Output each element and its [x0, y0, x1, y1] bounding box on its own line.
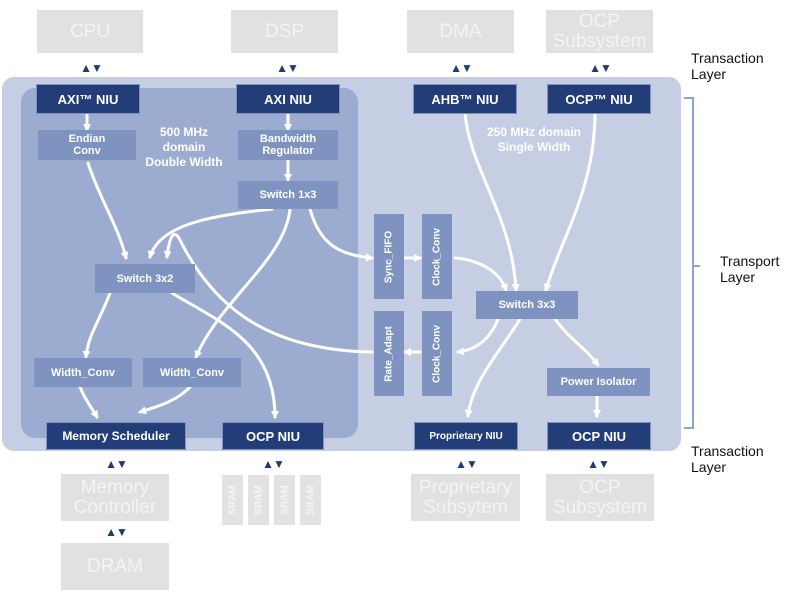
- dram-box: DRAM: [61, 543, 169, 590]
- domain-500mhz-line3: Double Width: [145, 155, 223, 169]
- dsp-label: DSP: [264, 20, 305, 42]
- arrow-dsp: ▲▼: [276, 61, 299, 75]
- arrow-proprietary: ▲▼: [455, 457, 478, 471]
- switch-3x3-block: Switch 3x3: [476, 291, 578, 319]
- transaction-layer-bottom-label: Transaction Layer: [691, 443, 764, 475]
- cpu-box: CPU: [37, 10, 143, 53]
- sram-bank-4: SRAM: [300, 475, 321, 525]
- proprietary-subsystem-line2: Subsytem: [423, 496, 508, 518]
- flow-rateadapt-switch3x2: [163, 232, 374, 354]
- flow-widthconv1-memsched: [78, 385, 99, 419]
- ocp-niu-top: OCP™ NIU: [547, 84, 651, 114]
- transaction-layer-top-line1: Transaction: [691, 50, 764, 66]
- flow-widthconv2-memsched: [138, 385, 192, 415]
- width-conv-2-block: Width_Conv: [143, 358, 241, 387]
- domain-500mhz-line2: domain: [162, 140, 206, 154]
- memory-scheduler-niu: Memory Scheduler: [46, 422, 186, 450]
- transaction-layer-top-line2: Layer: [691, 66, 727, 82]
- sram-4-label: SRAM: [305, 485, 316, 515]
- endian-conv-line2: Conv: [73, 145, 101, 157]
- sram-bank-1: SRAM: [222, 475, 243, 525]
- transaction-layer-bottom-line1: Transaction: [691, 443, 764, 459]
- proprietary-subsystem-line1: Proprietary: [419, 476, 512, 498]
- arrow-memory-controller: ▲▼: [105, 457, 128, 471]
- clock-conv-1-block: Clock_Conv: [422, 214, 452, 299]
- arrow-ocp-top: ▲▼: [589, 61, 612, 75]
- transaction-layer-bottom-line2: Layer: [691, 459, 727, 475]
- clock-conv-2-block: Clock_Conv: [422, 311, 452, 396]
- ocp-subsystem-top-line1: OCP: [578, 10, 621, 32]
- memory-controller-line1: Memory: [80, 476, 150, 498]
- flow-clockconv1-switch3x3: [453, 256, 508, 292]
- transport-layer-line1: Transport: [720, 253, 780, 269]
- arrow-cpu: ▲▼: [80, 61, 103, 75]
- domain-500mhz-label: 500 MHz domain Double Width: [128, 125, 240, 170]
- dsp-box: DSP: [231, 10, 338, 53]
- cpu-label: CPU: [69, 20, 111, 42]
- flow-switch3x3-propniu: [464, 317, 522, 418]
- sync-fifo-label: Sync_FIFO: [383, 230, 395, 283]
- flow-switch1x3-widthconv2: [194, 207, 292, 359]
- flow-switch1x3-switch3x2: [147, 207, 274, 259]
- ahb-niu: AHB™ NIU: [413, 84, 517, 114]
- ocp-subsystem-bottom-line2: Subsystem: [553, 496, 647, 518]
- sync-fifo-block: Sync_FIFO: [374, 214, 404, 299]
- domain-250mhz-line2: Single Width: [497, 140, 571, 154]
- bandwidth-regulator-line1: Bandwidth: [259, 133, 317, 145]
- rate-adapt-block: Rate_Adapt: [374, 311, 404, 396]
- sram-2-label: SRAM: [253, 485, 264, 515]
- endian-conv-line1: Endian: [68, 133, 106, 145]
- proprietary-niu: Proprietary NIU: [414, 422, 518, 450]
- bandwidth-regulator-line2: Regulator: [262, 145, 314, 157]
- sram-3-label: SRAM: [279, 485, 290, 515]
- layer-bracket: [684, 97, 694, 429]
- rate-adapt-label: Rate_Adapt: [383, 325, 395, 382]
- power-isolator-block: Power Isolator: [547, 368, 650, 396]
- flow-ocp-switch3x3: [543, 111, 597, 292]
- flow-switch3x2-widthconv1: [82, 291, 112, 359]
- axi-niu-1: AXI™ NIU: [36, 84, 140, 114]
- dma-label: DMA: [439, 20, 482, 42]
- ocp-niu-bottom-2: OCP NIU: [547, 422, 651, 450]
- transaction-layer-top-label: Transaction Layer: [691, 50, 764, 82]
- arrow-dma: ▲▼: [450, 61, 473, 75]
- proprietary-subsystem-box: Proprietary Subsytem: [411, 474, 520, 521]
- memory-controller-line2: Controller: [73, 496, 157, 518]
- arrow-ocp-bottom: ▲▼: [587, 457, 610, 471]
- flow-switch3x3-clockconv2: [456, 317, 500, 356]
- domain-500mhz-line1: 500 MHz: [159, 125, 209, 139]
- axi-niu-2: AXI NIU: [236, 84, 340, 114]
- switch-3x2-block: Switch 3x2: [95, 264, 195, 293]
- ocp-subsystem-top-line2: Subsystem: [552, 30, 647, 52]
- flow-switch3x3-powerisolator: [553, 317, 600, 367]
- endian-conv-block: Endian Conv: [38, 130, 136, 160]
- domain-250mhz-label: 250 MHz domain Single Width: [466, 125, 602, 155]
- ocp-subsystem-bottom-box: OCP Subsystem: [546, 474, 654, 521]
- memory-controller-box: Memory Controller: [61, 474, 169, 521]
- flow-ahb-switch3x3: [463, 111, 520, 292]
- arrow-dram: ▲▼: [105, 525, 128, 539]
- domain-250mhz-line1: 250 MHz domain: [486, 125, 582, 139]
- flow-switch1x3-sync: [308, 207, 374, 262]
- flow-endian-switch3x2: [86, 161, 129, 260]
- ocp-niu-bottom-1: OCP NIU: [222, 422, 324, 450]
- transport-layer-label: Transport Layer: [720, 253, 779, 285]
- width-conv-1-block: Width_Conv: [34, 358, 132, 387]
- clock-conv-1-label: Clock_Conv: [431, 227, 443, 286]
- dram-label: DRAM: [87, 555, 143, 577]
- dma-box: DMA: [407, 10, 514, 53]
- ocp-subsystem-bottom-line1: OCP: [579, 476, 621, 498]
- sram-bank-2: SRAM: [248, 475, 269, 525]
- switch-1x3-block: Switch 1x3: [238, 181, 338, 209]
- transport-layer-line2: Layer: [720, 269, 756, 285]
- ocp-subsystem-top-box: OCP Subsystem: [546, 10, 653, 53]
- sram-1-label: SRAM: [227, 485, 238, 515]
- bandwidth-regulator-block: Bandwidth Regulator: [238, 130, 338, 160]
- clock-conv-2-label: Clock_Conv: [431, 324, 443, 383]
- arrow-sram: ▲▼: [262, 457, 285, 471]
- flow-switch3x2-ocpniu: [170, 291, 279, 419]
- sram-bank-3: SRAM: [274, 475, 295, 525]
